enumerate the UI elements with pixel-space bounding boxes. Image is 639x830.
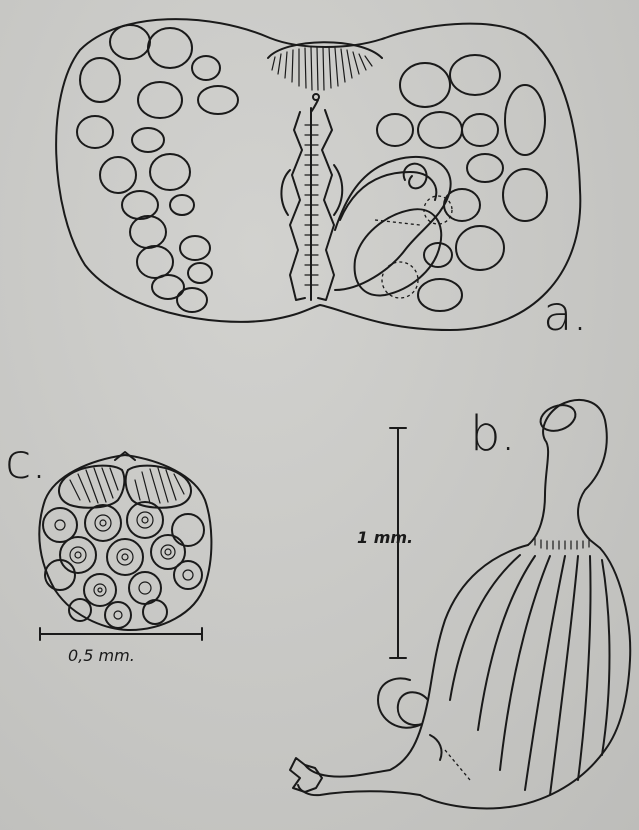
egg-cell — [505, 85, 545, 155]
cell — [143, 600, 167, 624]
egg-cell — [418, 279, 462, 311]
figure-b-drawing: 1 mm. — [290, 400, 630, 808]
egg-cell — [188, 263, 212, 283]
egg-cell — [110, 25, 150, 59]
egg-cell — [132, 128, 164, 152]
figure-a-right-eggs — [377, 55, 547, 311]
figure-b-label: b. — [470, 406, 516, 462]
cell — [105, 602, 131, 628]
cell — [127, 502, 163, 538]
cell — [85, 505, 121, 541]
crest-hatching — [272, 47, 372, 90]
cell — [43, 508, 77, 542]
figure-c-drawing: c. 0,5 mm. — [5, 434, 211, 665]
figure-b-torn-end — [290, 758, 322, 792]
figure-c-right-lobe — [126, 466, 191, 508]
figure-a-crest — [268, 42, 382, 90]
egg-cell — [198, 86, 238, 114]
figure-b-collar — [535, 538, 589, 549]
egg-cell — [400, 63, 450, 107]
egg-cell — [138, 82, 182, 118]
egg-cell — [77, 116, 113, 148]
egg-cell — [148, 28, 192, 68]
egg-cell — [377, 114, 413, 146]
cell — [60, 537, 96, 573]
egg-cell — [130, 216, 166, 248]
egg-cell — [180, 236, 210, 260]
figure-a-left-eggs — [77, 25, 238, 312]
egg-cell — [150, 154, 190, 190]
egg-cell — [456, 226, 504, 270]
cell — [174, 561, 202, 589]
egg-cell — [100, 157, 136, 193]
figure-c-label: c. — [5, 434, 47, 490]
egg-cell — [467, 154, 503, 182]
figure-c-cells — [43, 502, 204, 628]
cell — [107, 539, 143, 575]
figure-a-pharynx — [281, 94, 342, 300]
egg-cell — [450, 55, 500, 95]
figure-b-body — [305, 545, 528, 777]
figure-c-scale-label: 0,5 mm. — [68, 646, 135, 665]
egg-cell — [192, 56, 220, 80]
cell — [84, 574, 116, 606]
cell — [45, 560, 75, 590]
figure-b-scale-label: 1 mm. — [357, 528, 413, 547]
egg-cell — [137, 246, 173, 278]
figure-a-label: a. — [543, 286, 588, 342]
egg-cell — [418, 112, 462, 148]
egg-cell — [80, 58, 120, 102]
egg-cell — [122, 191, 158, 219]
figure-a-coiled-organ — [335, 157, 452, 298]
cell — [172, 514, 204, 546]
egg-cell — [177, 288, 207, 312]
figure-b-hook — [378, 678, 428, 727]
figure-b-neck — [560, 400, 607, 548]
figure-a-drawing: a. — [56, 19, 588, 342]
egg-cell — [462, 114, 498, 146]
egg-cell — [170, 195, 194, 215]
figure-b-ribs — [450, 555, 610, 795]
egg-cell — [503, 169, 547, 221]
